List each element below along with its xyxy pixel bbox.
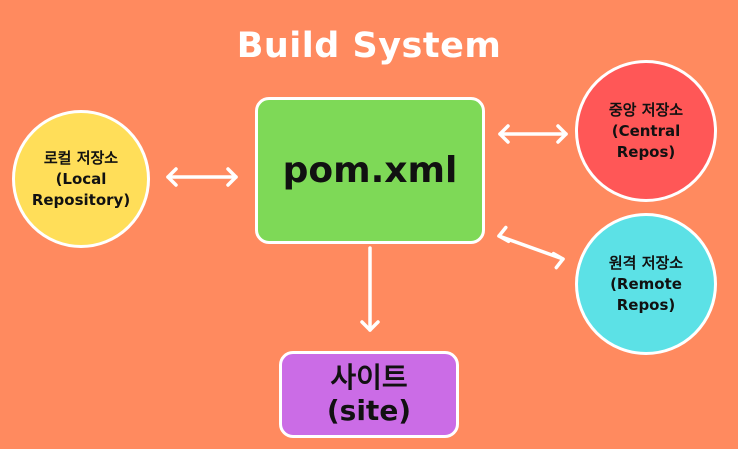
remote-repository-label-line2: Repos): [616, 295, 676, 314]
site-label: (site): [326, 393, 412, 427]
arrow-pom-remote: [497, 225, 565, 270]
local-repository-korean-label: 로컬 저장소: [43, 148, 119, 167]
arrow-local-pom: [166, 167, 238, 187]
remote-repository-korean-label: 원격 저장소: [608, 253, 684, 272]
local-repository-node: 로컬 저장소 (Local Repository): [12, 110, 150, 248]
diagram-title: Build System: [236, 26, 502, 66]
central-repository-label-line2: Repos): [616, 142, 676, 161]
arrow-pom-central: [498, 124, 568, 144]
central-repository-label-line1: (Central: [611, 121, 681, 140]
remote-repository-node: 원격 저장소 (Remote Repos): [575, 213, 717, 355]
local-repository-label-line2: Repository): [31, 190, 131, 209]
central-repository-korean-label: 중앙 저장소: [608, 100, 684, 119]
site-box: 사이트 (site): [279, 351, 459, 438]
local-repository-label-line1: (Local: [55, 169, 107, 188]
central-repository-node: 중앙 저장소 (Central Repos): [575, 60, 717, 202]
remote-repository-label-line1: (Remote: [610, 274, 682, 293]
pom-xml-label: pom.xml: [282, 150, 458, 191]
site-korean-label: 사이트: [330, 361, 408, 395]
pom-xml-box: pom.xml: [255, 97, 485, 244]
arrow-pom-site: [360, 246, 380, 332]
